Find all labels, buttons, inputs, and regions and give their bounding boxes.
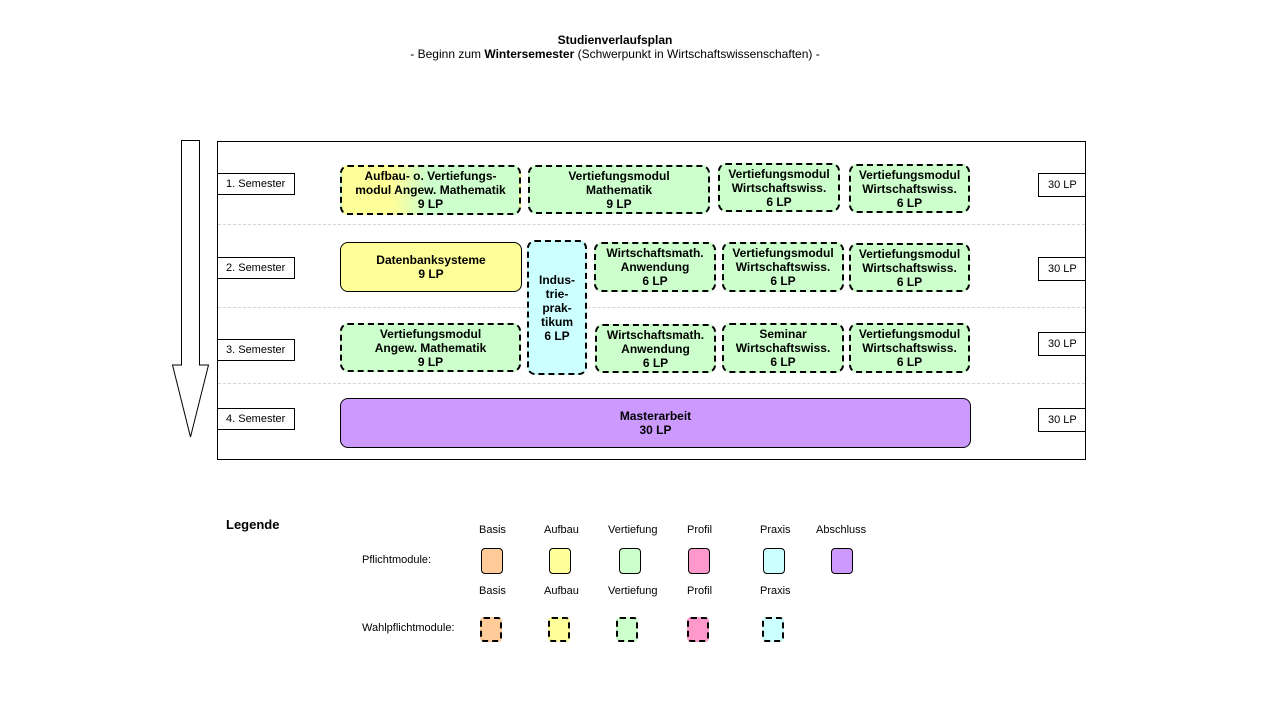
- semester-label-2: 2. Semester: [217, 257, 295, 279]
- legend-col-praxis: Praxis: [760, 524, 791, 536]
- semester-lp-1: 30 LP: [1038, 173, 1086, 197]
- page-subtitle: - Beginn zum Wintersemester (Schwerpunkt…: [410, 47, 820, 61]
- legend-swatch-pflicht-profil: [688, 548, 710, 574]
- legend-swatch-pflicht-vertiefung: [619, 548, 641, 574]
- module-vertiefung-wirtschaftswiss[interactable]: Vertiefungsmodul Wirtschaftswiss. 6 LP: [722, 242, 844, 292]
- module-aufbau-vertiefung-angew-mathematik[interactable]: Aufbau- o. Vertiefungs- modul Angew. Mat…: [340, 165, 521, 215]
- semester-lp-4: 30 LP: [1038, 408, 1086, 432]
- legend-col-aufbau: Aufbau: [544, 585, 579, 597]
- legend-col-profil: Profil: [687, 585, 713, 597]
- semester-frame: [217, 141, 1086, 460]
- module-seminar-wirtschaftswiss[interactable]: Seminar Wirtschaftswiss. 6 LP: [722, 323, 844, 373]
- legend-swatch-wahl-praxis: [762, 617, 784, 642]
- legend-col-vertiefung: Vertiefung: [608, 585, 658, 597]
- legend-col-abschluss: Abschluss: [816, 524, 867, 536]
- module-vertiefung-wirtschaftswiss[interactable]: Vertiefungsmodul Wirtschaftswiss. 6 LP: [849, 323, 970, 373]
- module-vertiefung-wirtschaftswiss[interactable]: Vertiefungsmodul Wirtschaftswiss. 6 LP: [718, 163, 840, 212]
- page-title: Studienverlaufsplan: [557, 33, 673, 47]
- legend-col-aufbau: Aufbau: [544, 524, 579, 536]
- module-vertiefung-angew-mathematik[interactable]: Vertiefungsmodul Angew. Mathematik 9 LP: [340, 323, 521, 372]
- legend-swatch-wahl-basis: [480, 617, 502, 642]
- semester-lp-2: 30 LP: [1038, 257, 1086, 281]
- module-industriepraktikum[interactable]: Indus- trie- prak- tikum 6 LP: [527, 240, 587, 375]
- legend-title: Legende: [226, 517, 280, 532]
- module-vertiefung-wirtschaftswiss[interactable]: Vertiefungsmodul Wirtschaftswiss. 6 LP: [849, 164, 970, 213]
- module-wirtschaftsmath-anwendung[interactable]: Wirtschaftsmath. Anwendung 6 LP: [595, 324, 716, 373]
- semester-label-4: 4. Semester: [217, 408, 295, 430]
- module-vertiefung-wirtschaftswiss[interactable]: Vertiefungsmodul Wirtschaftswiss. 6 LP: [849, 243, 970, 292]
- legend-col-praxis: Praxis: [760, 585, 791, 597]
- module-masterarbeit[interactable]: Masterarbeit 30 LP: [340, 398, 971, 448]
- legend-swatch-pflicht-basis: [481, 548, 503, 574]
- legend-swatch-pflicht-aufbau: [549, 548, 571, 574]
- timeline-arrow-icon: [171, 140, 210, 438]
- semester-label-3: 3. Semester: [217, 339, 295, 361]
- legend-col-vertiefung: Vertiefung: [608, 524, 658, 536]
- legend-pflicht-label: Pflichtmodule:: [362, 554, 432, 566]
- legend-col-basis: Basis: [479, 524, 506, 536]
- legend-col-profil: Profil: [687, 524, 713, 536]
- module-wirtschaftsmath-anwendung[interactable]: Wirtschaftsmath. Anwendung 6 LP: [594, 242, 716, 292]
- semester-divider: [218, 383, 1085, 384]
- legend-swatch-wahl-vertiefung: [616, 617, 638, 642]
- semester-divider: [218, 307, 1085, 308]
- legend-swatch-wahl-profil: [687, 617, 709, 642]
- module-datenbanksysteme[interactable]: Datenbanksysteme 9 LP: [340, 242, 522, 292]
- legend-swatch-pflicht-abschluss: [831, 548, 853, 574]
- module-vertiefung-mathematik[interactable]: Vertiefungsmodul Mathematik 9 LP: [528, 165, 710, 214]
- semester-label-1: 1. Semester: [217, 173, 295, 195]
- semester-divider: [218, 224, 1085, 225]
- legend-col-basis: Basis: [479, 585, 506, 597]
- semester-lp-3: 30 LP: [1038, 332, 1086, 356]
- legend-swatch-pflicht-praxis: [763, 548, 785, 574]
- legend-swatch-wahl-aufbau: [548, 617, 570, 642]
- legend-wahl-label: Wahlpflichtmodule:: [362, 622, 455, 634]
